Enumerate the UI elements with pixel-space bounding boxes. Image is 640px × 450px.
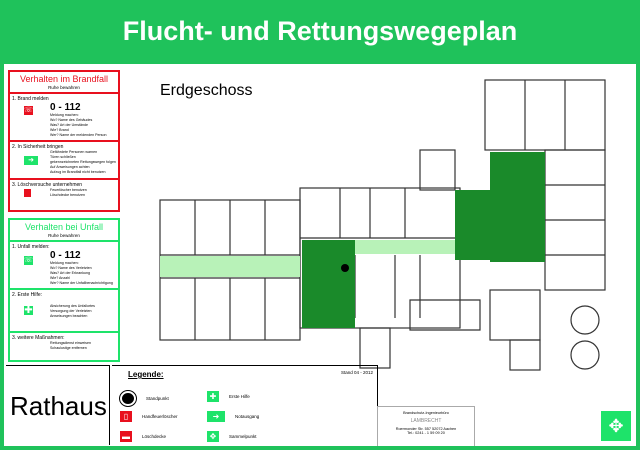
accident-instructions-panel: Verhalten bei Unfall Ruhe bewahren 1. Un… [8, 218, 120, 362]
company-name: Brandschutz-Ingenieurbüro [403, 411, 449, 415]
floor-plan [159, 79, 606, 371]
line: Wo? Name des Gebäudes [50, 118, 93, 122]
extinguisher-icon [24, 189, 31, 197]
first-aid-icon: ✚ [24, 305, 33, 316]
line: Türen schließen [50, 155, 76, 159]
fire-blanket-icon: ▬ [120, 431, 132, 442]
legend-label: Erste Hilfe [229, 394, 250, 399]
escape-corridor-west [160, 256, 300, 277]
company-address: Roermonder Str. 557 52072 Aachen [395, 427, 457, 431]
legend-item: ➜ Notausgang [207, 411, 259, 422]
section-heading: 3. Löschversuche unternehmen [12, 182, 83, 188]
line: Rettungsdienst einweisen [50, 341, 91, 345]
line: Anweisungen beachten [50, 314, 88, 318]
first-aid-icon: ✚ [207, 391, 219, 402]
floor-label: Erdgeschoss [160, 82, 253, 99]
legend-label: Notausgang [235, 414, 260, 419]
legend-item: ▯ Handfeuerlöscher [120, 411, 178, 422]
line: Absicherung des Unfallortes [50, 304, 95, 308]
phone-icon: ☏ [24, 106, 33, 115]
line: Löschdecke benutzen [50, 193, 85, 197]
line: Versorgung der Verletzten [50, 309, 92, 313]
extinguisher-icon: ▯ [120, 411, 132, 422]
section-heading: 2. In Sicherheit bringen [12, 144, 64, 150]
legend-label: Löschdecke [142, 434, 167, 439]
legend-label: Standpunkt [146, 396, 169, 401]
assembly-point-sign-icon: ✥ [600, 410, 632, 442]
legend-title: Legende: [128, 370, 164, 379]
calm-note: Ruhe bewahren [48, 85, 80, 90]
legend-item: Standpunkt [120, 391, 169, 406]
line: Was? Art der Umstände [50, 123, 89, 127]
emergency-exit-icon: ➜ [207, 411, 225, 422]
standpoint-icon [120, 391, 136, 406]
legend: Legende: Stand 04 - 2012 Standpunkt ▯ Han… [112, 365, 378, 446]
line: Feuerlöscher benutzen [50, 188, 87, 192]
section-heading: 1. Brand melden [12, 96, 49, 102]
legend-item: ▬ Löschdecke [120, 431, 166, 442]
plan-date: Stand 04 - 2012 [340, 370, 373, 375]
line: Was? Art der Erkrankung [50, 271, 91, 275]
line: Wo? Name des Verletzten [50, 266, 92, 270]
section-heading: 1. Unfall melden: [12, 244, 50, 250]
calm-note: Ruhe bewahren [48, 233, 80, 238]
fire-instructions-panel: Verhalten im Brandfall Ruhe bewahren 1. … [8, 70, 120, 212]
fire-heading: Verhalten im Brandfall [19, 74, 109, 84]
building-name: Rathaus [6, 365, 110, 445]
legend-label: Handfeuerlöscher [142, 414, 178, 419]
line: Schaulustige entfernen [50, 346, 87, 350]
line: Auf Anweisungen achten [50, 165, 90, 169]
escape-route-stair [302, 240, 355, 328]
escape-route-hall [455, 190, 490, 260]
assembly-point-icon: ✥ [207, 431, 219, 442]
emergency-number: 0 - 112 [50, 250, 81, 261]
line: gekennzeichneten Rettungswegen folgen [50, 160, 116, 164]
section-heading: 3. weitere Maßnahmen: [12, 335, 65, 341]
exit-icon: ➜ [24, 156, 38, 165]
line: Wie? Brand [50, 128, 69, 132]
standpoint-marker [341, 264, 349, 272]
line: Wie? Anzahl [50, 276, 70, 280]
north-wing [484, 79, 606, 151]
company-info: Brandschutz-Ingenieurbüro LAMBRECHT Roer… [377, 406, 475, 446]
escape-corridor-center [355, 240, 455, 254]
legend-label: Sammelpunkt [229, 434, 257, 439]
line: Meldung machen: [50, 261, 79, 265]
line: Wer? Name der meldenden Person [50, 133, 107, 137]
company-phone: Tel.: 0241 - 1 59 09 20 [407, 431, 445, 435]
company-logo: LAMBRECHT [410, 418, 442, 424]
line: Gefährdete Personen warnen [50, 150, 98, 154]
legend-item: ✚ Erste Hilfe [207, 391, 250, 402]
legend-item: ✥ Sammelpunkt [207, 431, 257, 442]
phone-icon: ☏ [24, 256, 33, 265]
line: Aufzug im Brandfall nicht benutzen [50, 170, 106, 174]
accident-heading: Verhalten bei Unfall [24, 222, 104, 232]
escape-route-east [490, 152, 545, 262]
line: Wer? Name der Unfallbenachrichtigung [50, 281, 113, 285]
plan-title: Flucht- und Rettungswegeplan [122, 16, 518, 46]
emergency-number: 0 - 112 [50, 102, 81, 113]
line: Meldung machen: [50, 113, 79, 117]
section-heading: 2. Erste Hilfe: [12, 292, 43, 298]
